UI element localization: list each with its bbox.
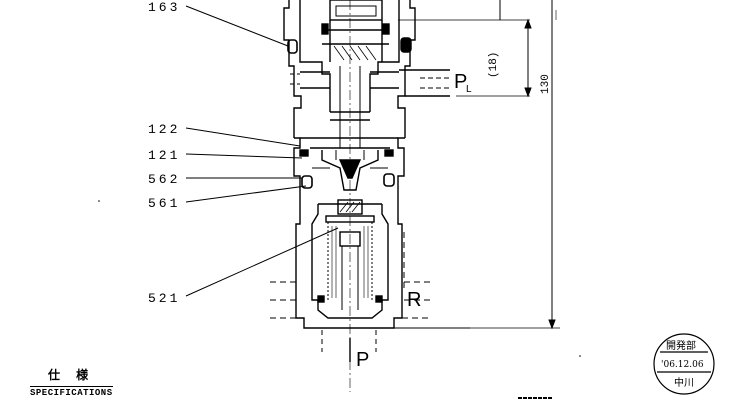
valve-upper-body (283, 0, 450, 392)
leader-lines (185, 5, 339, 297)
valve-middle-body (293, 111, 405, 196)
label-562: 562 (148, 172, 180, 187)
label-122: 122 (148, 122, 180, 137)
specifications-heading-en: SPECIFICATIONS (30, 386, 113, 398)
approval-stamp (653, 333, 715, 395)
port-pl-subscript: L (466, 84, 472, 95)
dimension-130: 130 (540, 74, 552, 94)
dimension-18: (18) (488, 52, 500, 78)
valve-lower-body (270, 196, 470, 362)
port-r-label: R (407, 289, 421, 311)
label-121: 121 (148, 148, 180, 163)
stamp-date: '06.12.06 (661, 360, 704, 370)
stamp-department: 開発部 (666, 339, 696, 352)
dimension-lines (398, 0, 560, 330)
specifications-heading-jp: 仕 様 (48, 368, 95, 382)
stamp-name: 中川 (674, 376, 694, 389)
port-pl-label: P (454, 71, 467, 93)
label-561: 561 (148, 196, 180, 211)
label-163: 163 (148, 0, 180, 15)
label-521: 521 (148, 291, 180, 306)
port-p-label: P (356, 349, 369, 371)
